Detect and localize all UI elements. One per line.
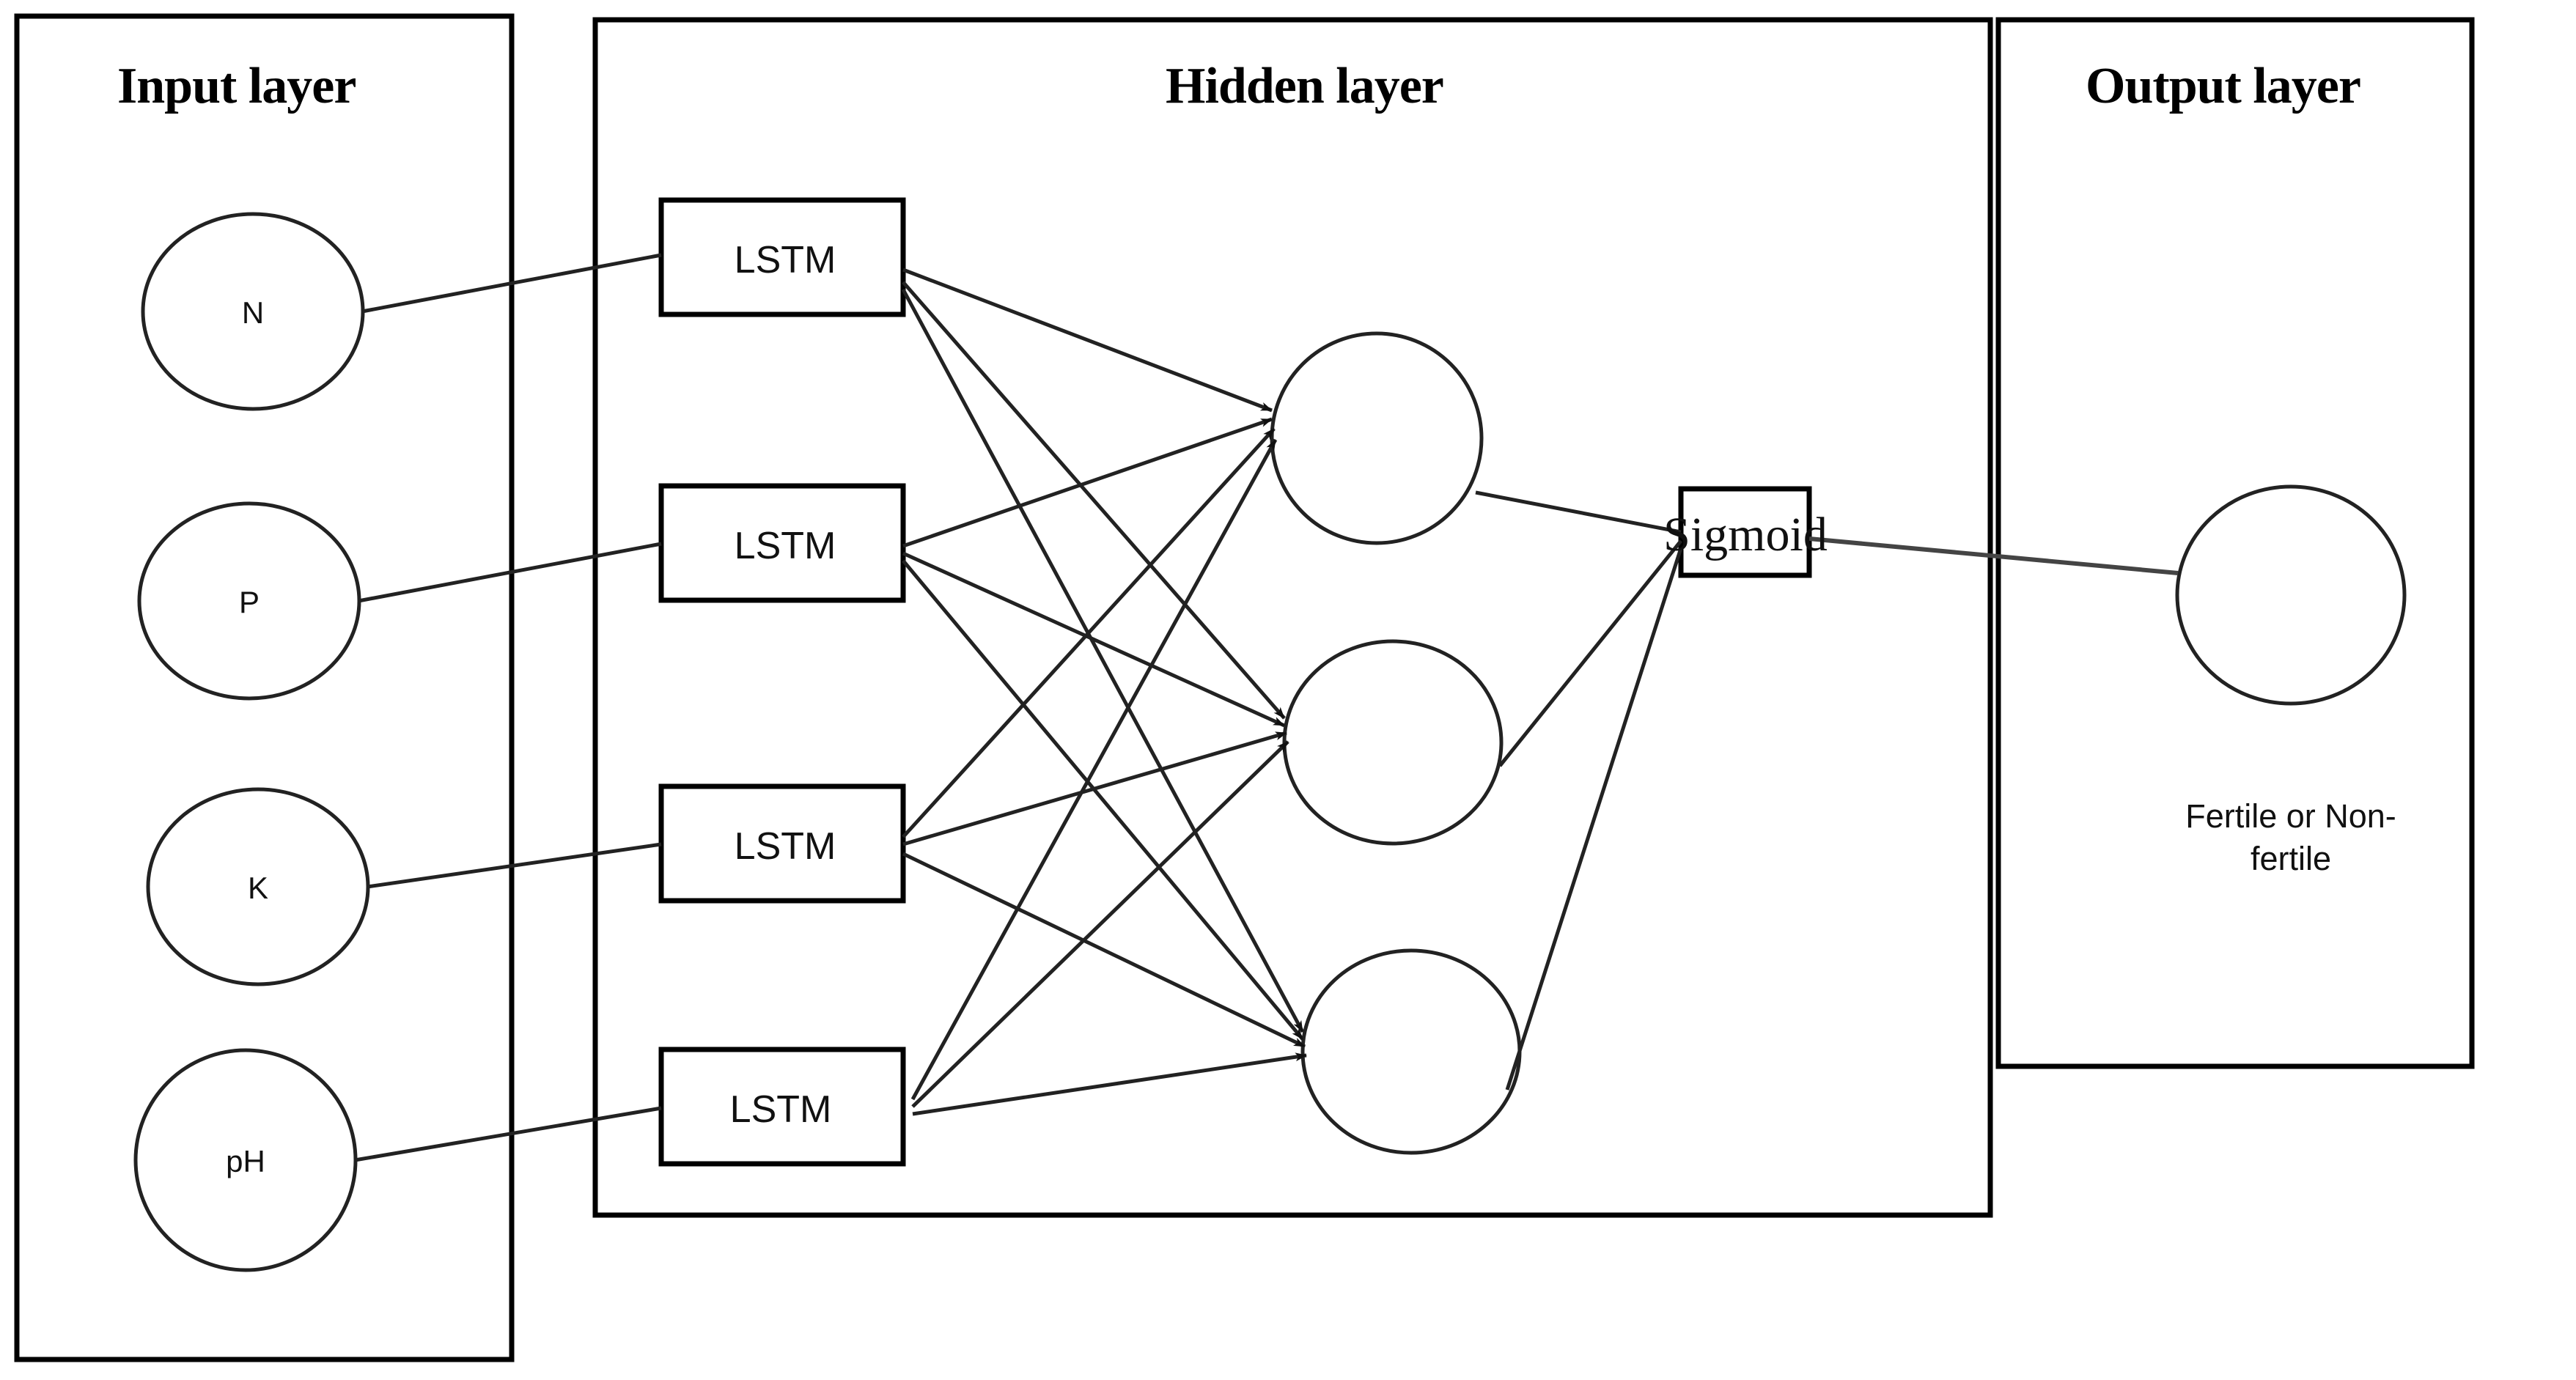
output-caption-line-1: Fertile or Non- xyxy=(2185,797,2396,835)
edge-ph-to-lstm4 xyxy=(354,1106,662,1162)
output-layer-box xyxy=(1995,17,2475,1069)
output-caption-line-2: fertile xyxy=(2250,839,2332,877)
lstm-block-2[interactable] xyxy=(658,483,906,603)
lstm-block-3[interactable] xyxy=(658,783,906,904)
input-node-p-label: P xyxy=(238,585,260,619)
edge-lstm3-to-neuron1 xyxy=(902,427,1276,838)
input-node-ph-label: pH xyxy=(226,1144,265,1178)
edge-neuron1-to-sigmoid xyxy=(1475,490,1682,534)
edge-n-to-lstm1 xyxy=(361,253,662,314)
edge-lstm3-to-neuron3 xyxy=(902,852,1306,1049)
edge-lstm2-to-neuron1 xyxy=(902,417,1273,548)
lstm-block-3-label: LSTM xyxy=(734,825,836,868)
hidden-neuron-2[interactable] xyxy=(1282,639,1504,846)
edge-lstm2-to-neuron2 xyxy=(902,551,1286,728)
hidden-layer-title: Hidden layer xyxy=(1166,58,1444,114)
output-node[interactable] xyxy=(2175,484,2407,706)
edge-lstm4-to-neuron1 xyxy=(910,438,1278,1101)
input-layer-box xyxy=(14,13,515,1362)
edge-lstm4-to-neuron2 xyxy=(911,740,1289,1108)
lstm-block-2-label: LSTM xyxy=(734,525,836,567)
edge-k-to-lstm3 xyxy=(367,842,662,889)
sigmoid-label: Sigmoid xyxy=(1663,508,1828,561)
hidden-layer-box xyxy=(592,17,1993,1218)
edge-neuron3-to-sigmoid xyxy=(1505,547,1683,1091)
edge-lstm2-to-neuron3 xyxy=(902,559,1304,1041)
edge-lstm3-to-neuron2 xyxy=(902,731,1287,846)
edge-p-to-lstm2 xyxy=(358,542,662,603)
lstm-block-1-label: LSTM xyxy=(734,239,836,281)
hidden-neuron-1[interactable] xyxy=(1270,331,1484,545)
input-node-n-label: N xyxy=(241,295,265,330)
lstm-block-1[interactable] xyxy=(658,197,906,317)
lstm-block-4[interactable] xyxy=(658,1047,906,1167)
lstm-block-4-label: LSTM xyxy=(729,1088,832,1131)
input-node-k-label: K xyxy=(247,871,269,905)
output-layer-title: Output layer xyxy=(2086,58,2361,114)
edge-lstm1-to-neuron3 xyxy=(901,288,1305,1033)
edge-lstm1-to-neuron1 xyxy=(902,267,1273,413)
input-layer-title: Input layer xyxy=(117,58,356,114)
edge-lstm4-to-neuron3 xyxy=(912,1052,1307,1116)
edge-neuron2-to-sigmoid xyxy=(1498,539,1682,767)
output-caption: Fertile or Non- fertile xyxy=(2148,795,2434,879)
hidden-neuron-3[interactable] xyxy=(1300,948,1522,1155)
edge-lstm1-to-neuron2 xyxy=(902,281,1286,720)
edge-sigmoid-to-output xyxy=(1808,536,2179,575)
